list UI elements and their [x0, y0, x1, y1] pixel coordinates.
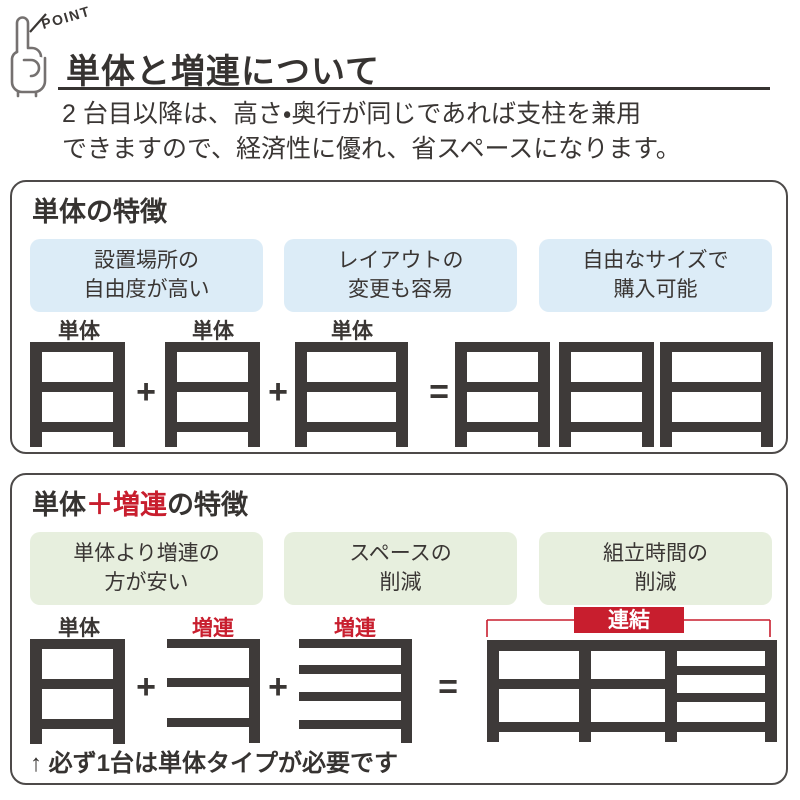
section-tantai-features: 単体の特徴 設置場所の 自由度が高い レイアウトの 変更も容易 自由なサイズで …	[10, 180, 788, 454]
pill-text-line: 削減	[379, 570, 422, 594]
pill-text-line: 購入可能	[613, 277, 698, 301]
section-zouren-features: 単体＋増連の特徴 単体より増連の 方が安い スペースの 削減 組立時間の 削減 …	[10, 473, 788, 785]
renketsu-badge	[574, 607, 684, 633]
combined-shelf-unit	[487, 640, 777, 742]
pill-text-line: 方が安い	[104, 570, 189, 594]
shelf-unit-addon-3shelf	[167, 639, 260, 743]
feature-pill-assembly-time: 組立時間の 削減	[539, 532, 772, 605]
intro-description-line1: 2 台目以降は、高さ・奥行が同じであれば支柱を兼用	[62, 100, 642, 128]
intro-description-line2: できますので、経済性に優れ、省スペースになります。	[62, 134, 681, 163]
unit-label-zouren: 増連	[334, 616, 376, 640]
plus-operator: +	[136, 668, 156, 706]
equals-operator: =	[438, 668, 458, 706]
shelf-unit-standalone	[559, 342, 654, 447]
shelf-unit-standalone	[30, 639, 125, 744]
zouren-equation-diagram: 単体 増連 増連 + + = 連結	[30, 607, 777, 744]
standalone-required-note: ↑ 必ず1台は単体タイプが必要です	[30, 750, 399, 777]
equals-operator: =	[429, 373, 449, 411]
pill-text-line: レイアウトの	[337, 249, 464, 273]
intro-description: 2 台目以降は、高さ・奥行が同じであれば支柱を兼用 できますので、経済性に優れ、…	[62, 97, 681, 166]
renketsu-badge-label: 連結	[608, 608, 650, 632]
feature-pill-space-saving: スペースの 削減	[284, 532, 517, 605]
heading-part-suffix: の特徴	[167, 490, 248, 520]
shelf-unit-standalone-wide	[660, 342, 773, 447]
feature-pill-free-size: 自由なサイズで 購入可能	[539, 239, 772, 312]
pill-text-line: 削減	[634, 570, 677, 594]
plus-operator: +	[268, 373, 288, 411]
feature-pill-cheaper: 単体より増連の 方が安い	[30, 532, 263, 605]
tantai-equation-diagram: 単体 単体 単体 + + =	[30, 319, 773, 447]
section-tantai-heading: 単体の特徴	[32, 197, 167, 227]
renketsu-bracket-lines	[486, 619, 771, 637]
pill-text-line: 変更も容易	[348, 277, 453, 301]
pill-text-line: 組立時間の	[603, 542, 708, 566]
pill-text-line: スペースの	[349, 542, 452, 566]
unit-label-zouren: 増連	[192, 616, 234, 640]
unit-label-tantai: 単体	[192, 319, 235, 343]
pill-text-line: 自由度が高い	[83, 277, 210, 301]
pill-text-line: 自由なサイズで	[582, 249, 729, 273]
shelf-unit-standalone-wide	[295, 342, 408, 447]
section-zouren-heading: 単体＋増連の特徴	[32, 483, 248, 522]
plus-operator: +	[268, 668, 288, 706]
shelf-unit-standalone	[165, 342, 260, 447]
pill-text-line: 単体より増連の	[73, 542, 220, 566]
shelf-unit-standalone	[30, 342, 125, 447]
unit-label-tantai: 単体	[58, 616, 101, 640]
unit-label-tantai: 単体	[58, 319, 101, 343]
page-title: 単体と増連について	[66, 53, 380, 91]
heading-part-zouren-red: ＋増連	[86, 490, 167, 520]
point-slash-line	[29, 13, 47, 33]
feature-pill-layout-change: レイアウトの 変更も容易	[284, 239, 517, 312]
unit-label-tantai: 単体	[331, 319, 374, 343]
feature-pill-placement-freedom: 設置場所の 自由度が高い	[30, 239, 263, 312]
shelf-unit-addon-4shelf	[299, 639, 412, 743]
plus-operator: +	[136, 373, 156, 411]
shelf-unit-standalone	[455, 342, 550, 447]
pointing-hand-icon	[10, 13, 47, 98]
title-underline	[58, 87, 770, 90]
heading-part-tantai: 単体	[32, 490, 86, 520]
pill-text-line: 設置場所の	[94, 249, 199, 273]
